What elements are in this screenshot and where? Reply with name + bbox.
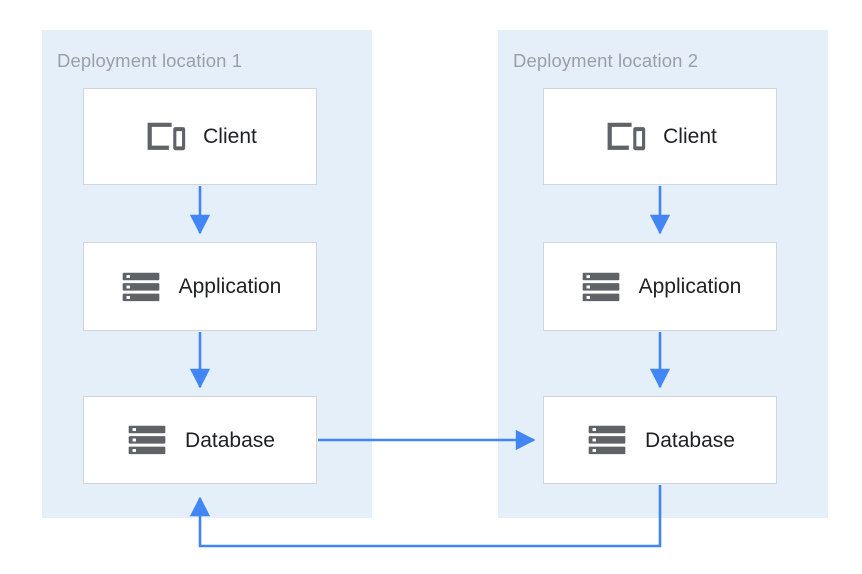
node-database-2[interactable]: Database bbox=[543, 396, 777, 484]
node-label-database-1: Database bbox=[185, 428, 275, 452]
node-label-client-1: Client bbox=[203, 125, 257, 148]
node-database-1[interactable]: Database bbox=[83, 396, 317, 484]
node-application-1[interactable]: Application bbox=[83, 242, 317, 331]
devices-icon bbox=[607, 122, 646, 150]
node-client-1[interactable]: Client bbox=[83, 88, 317, 185]
region-label-deployment-location-1: Deployment location 1 bbox=[57, 50, 243, 71]
server-stack-icon bbox=[582, 272, 619, 301]
node-label-database-2: Database bbox=[645, 428, 735, 452]
node-application-2[interactable]: Application bbox=[543, 242, 777, 331]
server-stack-icon bbox=[122, 272, 159, 301]
server-stack-icon bbox=[588, 425, 626, 455]
node-label-application-2: Application bbox=[638, 275, 742, 298]
node-label-application-1: Application bbox=[178, 275, 282, 298]
region-label-deployment-location-2: Deployment location 2 bbox=[513, 50, 699, 71]
node-label-client-2: Client bbox=[663, 125, 717, 148]
devices-icon bbox=[147, 122, 186, 150]
server-stack-icon bbox=[128, 425, 166, 455]
node-client-2[interactable]: Client bbox=[543, 88, 777, 185]
